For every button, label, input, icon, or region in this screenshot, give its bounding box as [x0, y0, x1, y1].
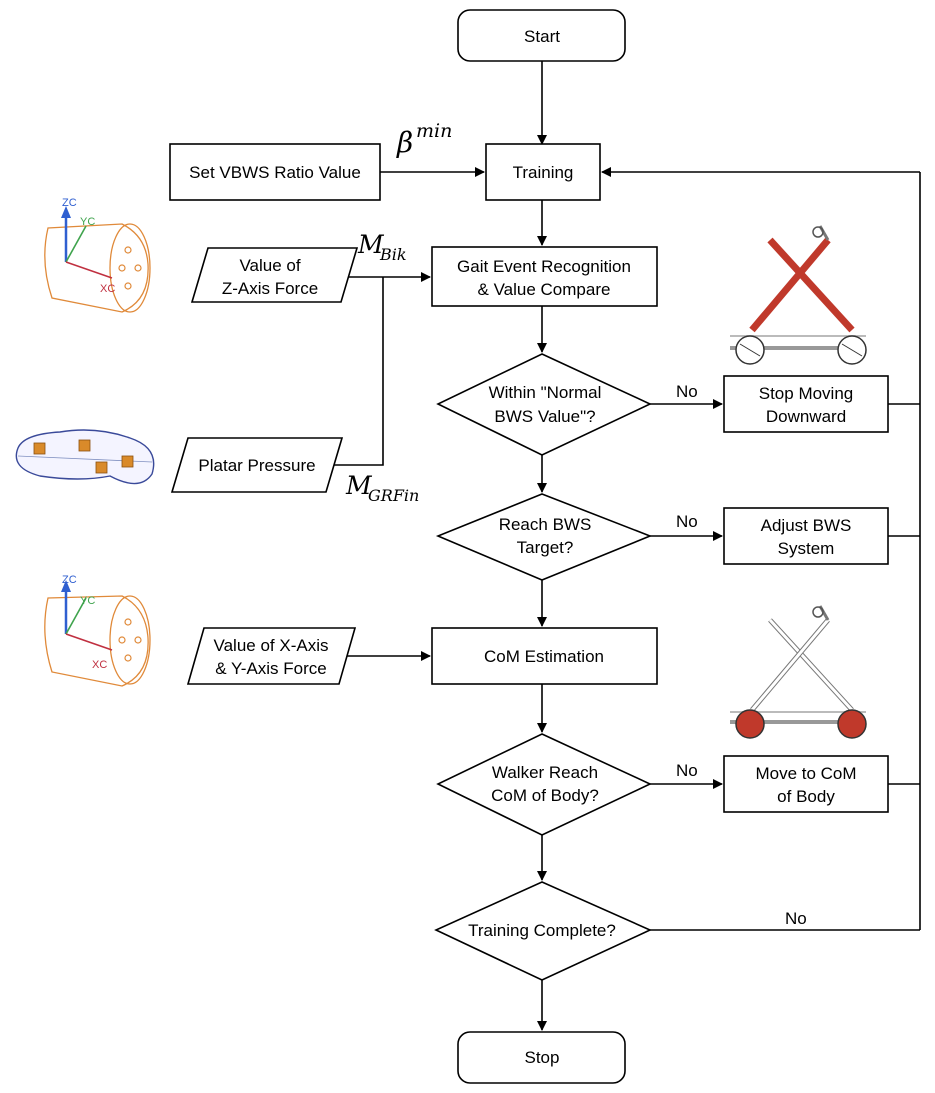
xy-axis-label-line2: & Y-Axis Force [215, 659, 327, 678]
com-estimation-node: CoM Estimation [431, 627, 658, 685]
m-bik-sub: Bik [379, 245, 407, 264]
no-label-complete: No [785, 909, 807, 928]
stop-moving-label-line2: Downward [766, 407, 846, 426]
set-vbws-node: Set VBWS Ratio Value [169, 143, 381, 201]
xy-axis-label-line1: Value of X-Axis [214, 636, 329, 655]
xy-axis-input-node: Value of X-Axis & Y-Axis Force [186, 627, 357, 685]
reach-bws-label-line2: Target? [517, 538, 574, 557]
m-grfin-symbol: M GRFin [345, 471, 419, 505]
beta-sup: min [416, 120, 452, 142]
within-normal-label-line2: BWS Value"? [494, 407, 595, 426]
m-grfin-sub: GRFin [368, 486, 419, 505]
within-normal-label-line1: Within "Normal [489, 383, 602, 402]
z-axis-label-line2: Z-Axis Force [222, 279, 318, 298]
no-label-reach: No [676, 512, 698, 531]
no-label-within: No [676, 382, 698, 401]
adjust-bws-node: Adjust BWS System [723, 507, 889, 565]
no-label-walker: No [676, 761, 698, 780]
yc-label-top: YC [80, 216, 95, 228]
walker-illustration-top [730, 225, 867, 365]
stop-moving-node: Stop Moving Downward [723, 375, 889, 433]
walker-reach-decision: Walker Reach CoM of Body? [436, 733, 652, 836]
stop-node: Stop [457, 1031, 626, 1084]
xc-label-bottom: XC [92, 659, 107, 671]
within-normal-decision: Within "Normal BWS Value"? [436, 353, 652, 456]
gait-event-label-line2: & Value Compare [478, 280, 611, 299]
walker-reach-label-line2: CoM of Body? [491, 786, 599, 805]
force-sensor-illustration-top: ZC YC XC [44, 197, 151, 313]
connectors [327, 61, 921, 1031]
start-label: Start [524, 27, 560, 46]
walker-reach-label-line1: Walker Reach [492, 763, 598, 782]
beta-min-symbol: β min [396, 120, 452, 159]
xc-label-top: XC [100, 283, 115, 295]
adjust-bws-label-line1: Adjust BWS [761, 516, 852, 535]
reach-bws-label-line1: Reach BWS [499, 515, 592, 534]
gait-event-node: Gait Event Recognition & Value Compare [431, 246, 658, 307]
start-node: Start [457, 9, 626, 62]
m-bik-m: M [357, 230, 385, 259]
line-plantar-gait [327, 277, 384, 466]
m-bik-symbol: M Bik [357, 230, 407, 264]
move-to-com-node: Move to CoM of Body [723, 755, 889, 813]
stop-moving-label-line1: Stop Moving [759, 384, 854, 403]
training-complete-label: Training Complete? [468, 921, 616, 940]
plantar-label: Platar Pressure [198, 456, 315, 475]
z-axis-label-line1: Value of [239, 256, 300, 275]
zc-label-bottom: ZC [62, 574, 77, 586]
move-to-com-label-line2: of Body [777, 787, 835, 806]
stop-label: Stop [525, 1048, 560, 1067]
adjust-bws-label-line2: System [778, 539, 835, 558]
training-complete-decision: Training Complete? [434, 881, 652, 981]
move-to-com-label-line1: Move to CoM [755, 764, 856, 783]
plantar-input-node: Platar Pressure [170, 437, 344, 493]
training-node: Training [485, 143, 601, 201]
yc-label-bottom: YC [80, 595, 95, 607]
z-axis-input-node: Value of Z-Axis Force [190, 247, 359, 303]
beta-symbol: β [396, 126, 413, 159]
walker-illustration-bottom [730, 605, 867, 739]
set-vbws-label: Set VBWS Ratio Value [189, 163, 361, 182]
reach-bws-decision: Reach BWS Target? [435, 493, 653, 581]
force-sensor-illustration-bottom: ZC YC XC [44, 574, 151, 687]
m-grfin-m: M [345, 471, 373, 500]
training-label: Training [513, 163, 574, 182]
gait-event-label-line1: Gait Event Recognition [457, 257, 631, 276]
insole-pressure-illustration [15, 429, 155, 485]
zc-label-top: ZC [62, 197, 77, 209]
com-estimation-label: CoM Estimation [484, 647, 604, 666]
